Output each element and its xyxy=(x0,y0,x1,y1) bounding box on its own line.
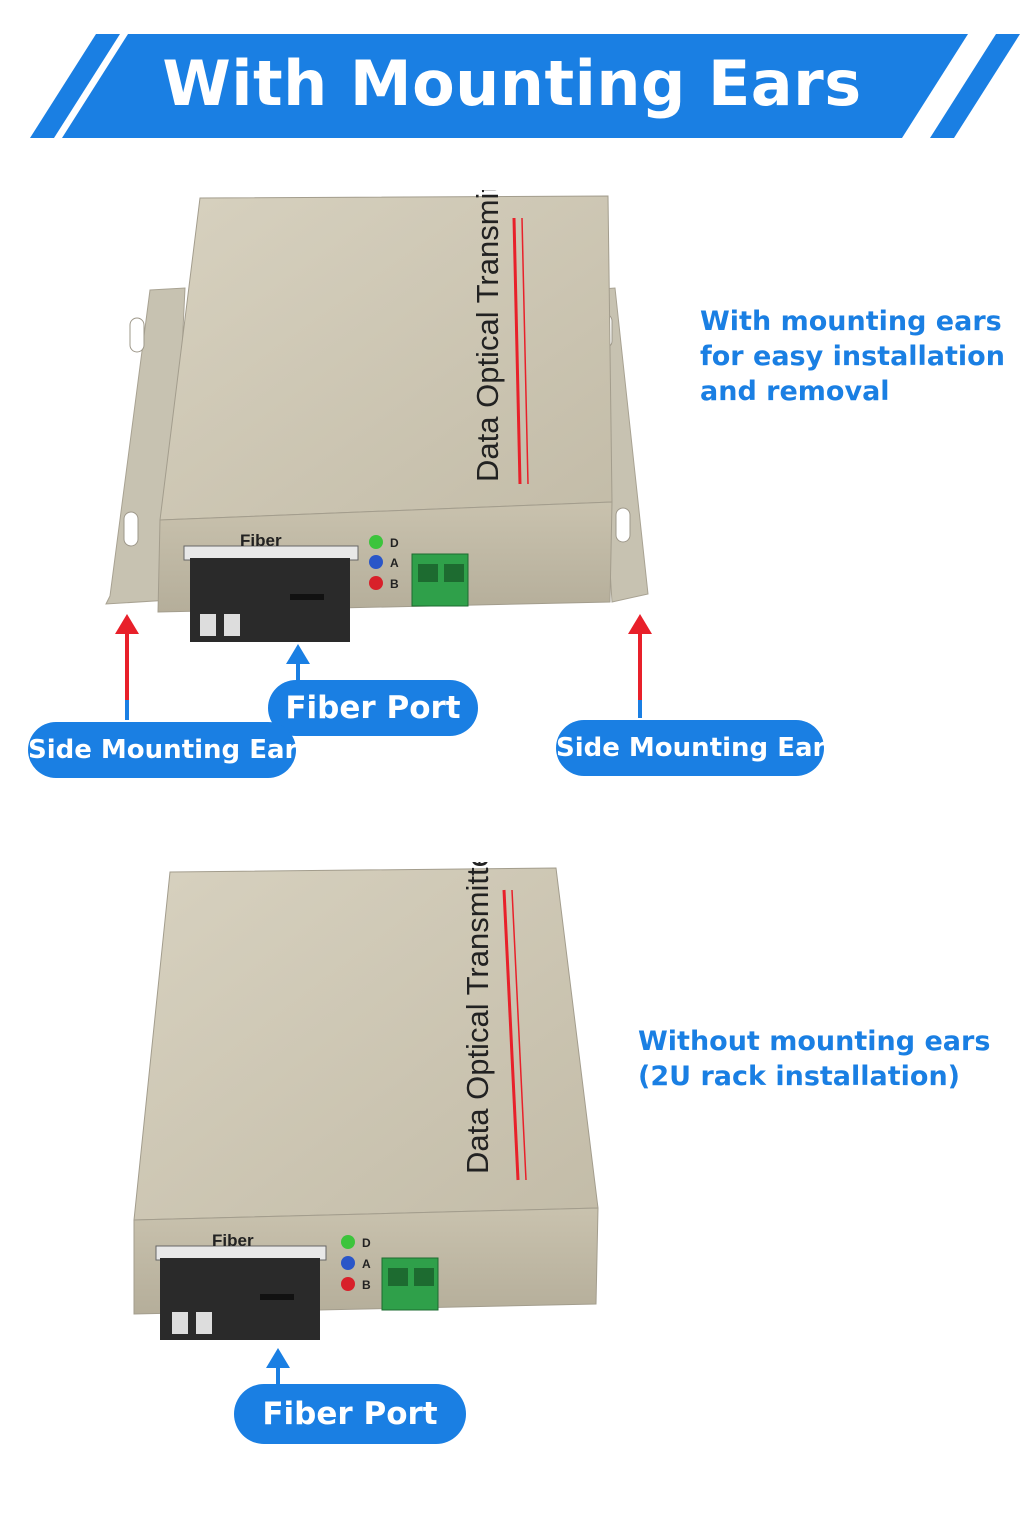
arrow-fiber-port-2 xyxy=(266,1348,290,1384)
led-a-label: A xyxy=(390,556,399,570)
description-with-ears: With mounting ears for easy installation… xyxy=(700,304,1020,409)
description-line: With mounting ears xyxy=(700,306,1002,337)
description-line: Without mounting ears xyxy=(638,1026,991,1057)
side-mounting-ear-right-callout: Side Mounting Ear xyxy=(556,720,825,776)
fiber-port-callout-2: Fiber Port xyxy=(234,1384,466,1444)
fiber-port-label: Fiber xyxy=(240,531,282,550)
description-line: and removal xyxy=(700,376,890,407)
led-b-label: B xyxy=(362,1278,371,1292)
device-with-mounting-ears: Data Optical Transmitter Fiber D A B xyxy=(105,190,649,642)
led-a xyxy=(369,555,383,569)
terminal-block xyxy=(381,1257,439,1311)
led-b-label: B xyxy=(390,577,399,591)
led-a-label: A xyxy=(362,1257,371,1271)
side-mounting-ear-left-callout: Side Mounting Ear xyxy=(28,722,297,778)
device-label: Data Optical Transmitter xyxy=(460,862,495,1174)
description-line: for easy installation xyxy=(700,341,1005,372)
fiber-port: Fiber xyxy=(183,531,359,642)
led-b xyxy=(341,1277,355,1291)
fiber-port: Fiber xyxy=(155,1231,327,1340)
led-d xyxy=(341,1235,355,1249)
banner-shape xyxy=(30,34,1020,138)
description-line: (2U rack installation) xyxy=(638,1061,961,1092)
description-without-ears: Without mounting ears (2U rack installat… xyxy=(638,1024,1018,1094)
led-d-label: D xyxy=(362,1236,371,1250)
led-a xyxy=(341,1256,355,1270)
fiber-port-label: Fiber xyxy=(212,1231,254,1250)
device-without-mounting-ears: Data Optical Transmitter Fiber D A B xyxy=(133,862,599,1340)
terminal-block xyxy=(411,553,469,607)
led-b xyxy=(369,576,383,590)
page-title: With Mounting Ears xyxy=(162,47,862,120)
led-d xyxy=(369,535,383,549)
fiber-port-callout: Fiber Port xyxy=(268,680,478,736)
led-d-label: D xyxy=(390,536,399,550)
device-label: Data Optical Transmitter xyxy=(470,190,505,482)
header-banner xyxy=(0,0,1024,150)
